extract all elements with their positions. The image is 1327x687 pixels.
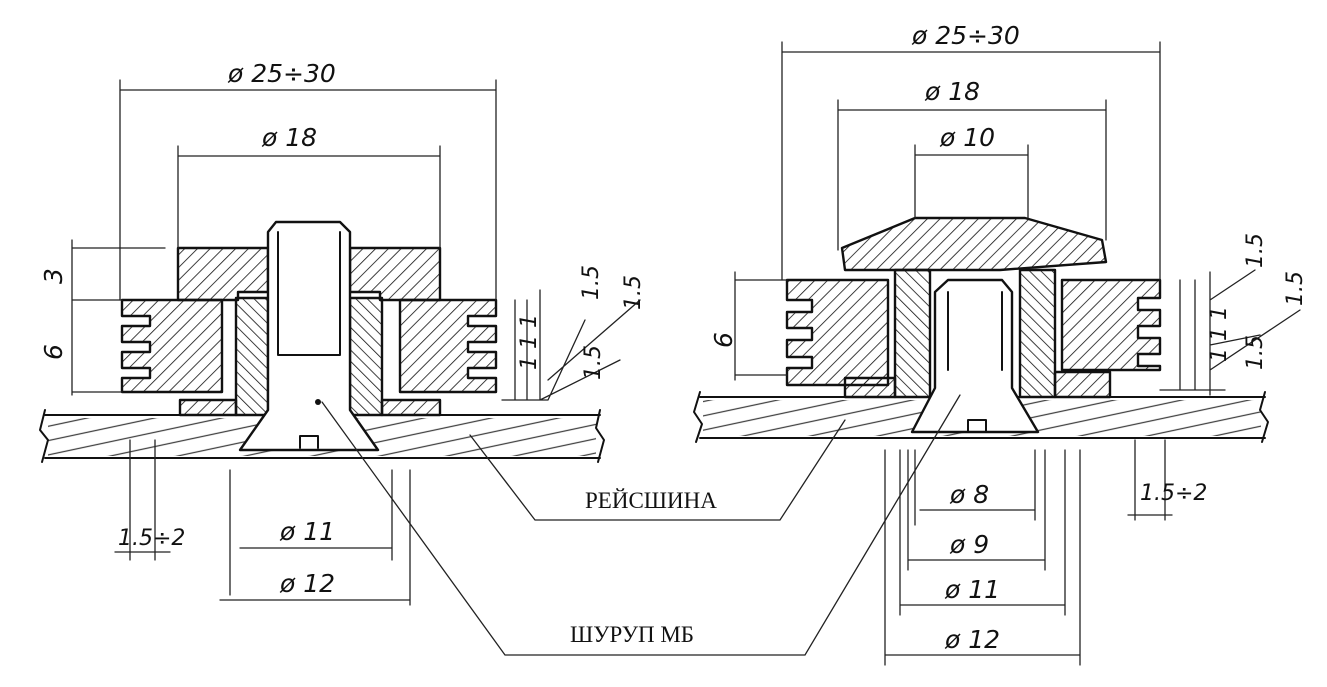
left-sleeve-left (234, 296, 270, 417)
left-screw-point (315, 399, 321, 405)
left-d-outer: ø 25÷30 (227, 59, 336, 88)
left-d-base: ø 12 (279, 569, 335, 598)
left-cap-left (176, 246, 270, 302)
right-d-outer: ø 25÷30 (911, 21, 1020, 50)
left-t1: 1.5 (579, 265, 604, 300)
right-base-plate-left (843, 376, 897, 399)
left-dim-outer-lines (119, 79, 497, 301)
left-h-top: 3 (39, 268, 68, 284)
right-dim-outer-lines (781, 41, 1161, 281)
left-body-left (120, 298, 224, 394)
right-rail-break-left (693, 391, 703, 443)
right-cap (840, 216, 1108, 272)
screw-leader (321, 394, 961, 656)
left-h-body: 6 (39, 344, 68, 360)
left-screw (238, 220, 380, 452)
left-cap-right (348, 246, 442, 302)
right-body-left (785, 278, 890, 387)
screw-label: ШУРУП МБ (570, 622, 694, 647)
right-d-head: ø 18 (924, 77, 980, 106)
left-body-right (398, 298, 498, 394)
right-sleeve-right (1018, 268, 1057, 399)
right-screw-bore (947, 291, 1003, 371)
right-d-9: ø 9 (949, 530, 989, 559)
left-dim-vertical (71, 239, 166, 396)
left-d-shank: ø 11 (279, 517, 335, 546)
right-dim-vertical (734, 271, 788, 381)
rail-leader (469, 419, 846, 521)
left-t2: 1.5 (621, 275, 646, 310)
right-screw-slot (967, 419, 987, 433)
right-h-body: 6 (709, 332, 738, 348)
right-rail-break-right (1259, 391, 1269, 443)
left-base-plate-left (178, 398, 238, 417)
right-d-12: ø 12 (944, 625, 1000, 654)
right-dim-thickness (1159, 269, 1301, 396)
left-dim-head-lines (177, 145, 441, 249)
left-d-head: ø 18 (261, 123, 317, 152)
right-d-11: ø 11 (944, 575, 1000, 604)
left-ribs: 1 1 1 (517, 314, 542, 370)
right-dim-inner-lines (914, 144, 1029, 219)
left-dim-thickness (501, 289, 641, 401)
left-view: ø 25÷30 ø 18 3 6 1.5 1.5 1.5 1 1 1 ø 11 … (39, 59, 646, 606)
left-screw-slot (299, 435, 319, 449)
left-rail-break-left (39, 409, 49, 463)
right-t2: 1.5 (1283, 271, 1308, 306)
right-t1: 1.5 (1243, 233, 1268, 268)
right-gap: 1.5÷2 (1140, 481, 1207, 506)
right-dim-head-lines (837, 99, 1107, 251)
left-dim-bottom (114, 439, 411, 606)
right-screw (910, 278, 1040, 434)
right-dim-gap (1127, 439, 1173, 521)
right-base-plate-right (1053, 370, 1112, 399)
left-sleeve-right (348, 296, 384, 417)
left-rail-break-right (595, 409, 605, 463)
right-body-right (1060, 278, 1162, 372)
right-view: ø 25÷30 ø 18 ø 10 6 1.5 1.5 1.5 1 1 1 ø … (693, 21, 1308, 666)
left-screw-bore (277, 231, 341, 356)
left-gap: 1.5÷2 (118, 526, 185, 551)
left-base-plate-right (380, 398, 442, 417)
right-d-8: ø 8 (949, 480, 989, 509)
right-sleeve-left (893, 268, 932, 399)
rail-label: РЕЙСШИНА (585, 488, 717, 513)
left-t3: 1.5 (581, 345, 606, 380)
right-dim-bottom (884, 449, 1081, 666)
right-t3: 1.5 (1243, 335, 1268, 370)
right-d-inner: ø 10 (939, 123, 995, 152)
right-ribs: 1 1 1 (1207, 306, 1232, 362)
